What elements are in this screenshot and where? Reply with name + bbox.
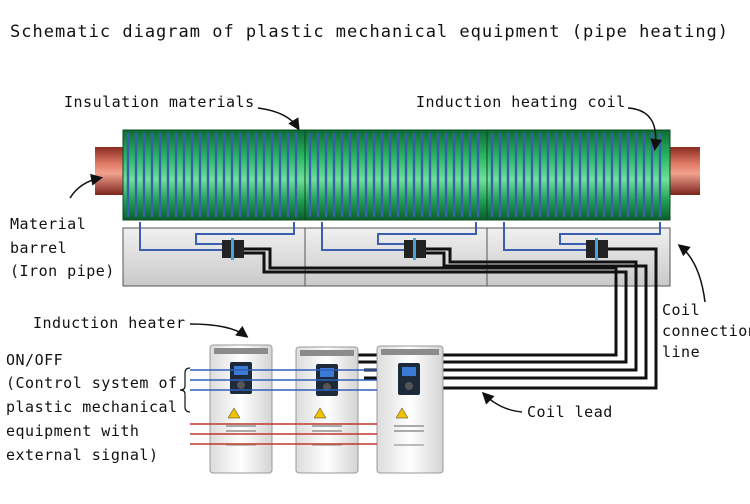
insulation-sections: [122, 129, 671, 221]
heater-unit-3: [376, 345, 444, 474]
coil-connection-boxes: [122, 227, 671, 287]
label-onoff-3: plastic mechanical: [6, 398, 178, 416]
label-heater: Induction heater: [33, 314, 186, 332]
label-onoff-2: (Control system of: [6, 374, 178, 392]
coil-leads: [244, 247, 658, 390]
label-onoff-5: external signal): [6, 446, 159, 464]
coil-connectors: [222, 238, 608, 260]
diagram-title: Schematic diagram of plastic mechanical …: [10, 22, 730, 42]
label-conn-1: Coil: [662, 301, 701, 319]
control-signal-lines: [190, 369, 377, 445]
onoff-bracket: [179, 367, 191, 413]
label-barrel-3: (Iron pipe): [10, 262, 115, 280]
pipe-right-end: [668, 147, 700, 195]
label-onoff-1: ON/OFF: [6, 351, 64, 369]
pipe-left-end: [95, 147, 125, 195]
label-coil: Induction heating coil: [416, 93, 626, 111]
induction-heater-units: [209, 344, 444, 474]
label-conn-2: connection: [662, 322, 750, 340]
label-barrel-1: Material: [10, 215, 87, 233]
label-onoff-4: equipment with: [6, 422, 140, 440]
heater-unit-1: [209, 344, 273, 474]
label-coil-lead: Coil lead: [527, 403, 613, 421]
induction-coil-windings: [126, 133, 662, 217]
label-conn-3: line: [662, 343, 701, 361]
label-barrel-2: barrel: [10, 239, 68, 257]
heater-unit-2: [295, 346, 359, 474]
callout-arrows: [69, 107, 706, 413]
label-insulation: Insulation materials: [64, 93, 255, 111]
coil-wires: [139, 222, 661, 251]
